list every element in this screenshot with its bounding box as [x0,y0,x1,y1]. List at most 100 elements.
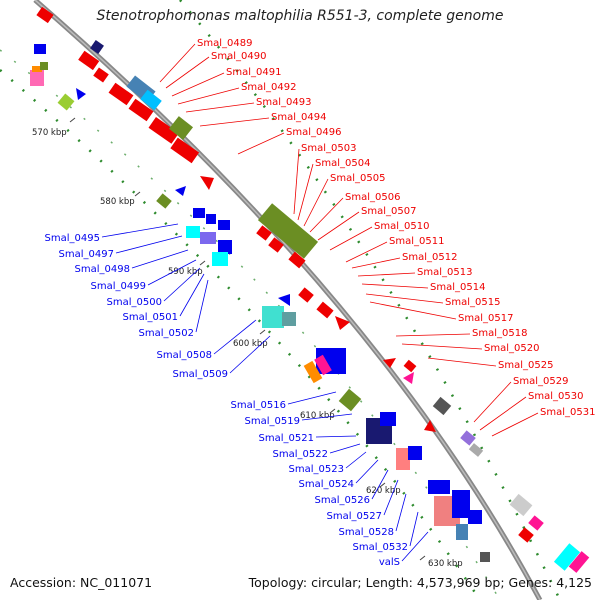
gene-label[interactable]: Smal_0503 [301,143,356,154]
gene-label[interactable]: Smal_0528 [339,527,394,538]
gene-feature [257,203,319,259]
gene-label[interactable]: Smal_0492 [241,82,296,93]
inner-dotted-ring [0,69,482,600]
leader-line [179,273,205,317]
gene-label[interactable]: Smal_0530 [528,391,583,402]
gene-label[interactable]: Smal_0522 [273,449,328,460]
outer-dotted-ring [179,0,562,600]
gene-label[interactable]: Smal_0514 [430,282,485,293]
gene-feature [34,44,46,54]
gene-label[interactable]: Smal_0526 [315,495,370,506]
gene-label[interactable]: Smal_0505 [330,173,385,184]
gene-feature [175,186,186,196]
gene-label[interactable]: Smal_0497 [59,249,114,260]
gene-feature [338,388,362,412]
gene-label[interactable]: Smal_0517 [458,313,513,324]
gene-label[interactable]: Smal_0493 [256,97,311,108]
gene-feature [140,89,162,111]
leader-line [237,132,285,155]
gene-label[interactable]: Smal_0491 [226,67,281,78]
gene-label[interactable]: Smal_0532 [353,542,408,553]
gene-label[interactable]: Smal_0519 [245,416,300,427]
gene-label[interactable]: valS [379,557,400,568]
gene-label[interactable]: Smal_0520 [484,343,539,354]
gene-feature [206,214,216,224]
gene-feature [218,220,230,230]
leader-line [293,148,300,215]
gene-label[interactable]: Smal_0499 [91,281,146,292]
gene-label[interactable]: Smal_0511 [389,236,444,247]
gene-feature [282,312,296,326]
leader-line [345,241,388,263]
leader-line [345,451,367,469]
gene-feature [32,66,42,72]
gene-label[interactable]: Smal_0527 [327,511,382,522]
leader-line [229,335,271,374]
scale-tick-label: 600 kbp [233,339,268,349]
gene-label[interactable]: Smal_0525 [498,360,553,371]
gene-label[interactable]: Smal_0523 [289,464,344,475]
scale-ticks: 570 kbp 580 kbp 590 kbp 600 kbp 610 kbp … [32,117,463,569]
leader-line [213,319,257,355]
gene-label[interactable]: Smal_0504 [315,158,370,169]
leader-line [115,235,183,254]
gene-feature [509,493,533,517]
gene-feature [408,446,422,460]
gene-feature [468,510,482,524]
gene-label[interactable]: Smal_0508 [157,350,212,361]
gene-label[interactable]: Smal_0524 [299,479,354,490]
gene-feature [428,480,450,494]
scale-tick-label: 590 kbp [168,267,203,277]
gene-label[interactable]: Smal_0489 [197,38,252,49]
gene-feature [90,40,104,54]
gene-label[interactable]: Smal_0518 [472,328,527,339]
gene-feature [432,396,452,416]
gene-label[interactable]: Smal_0521 [259,433,314,444]
scale-tick-label: 570 kbp [32,128,67,138]
gene-feature [335,316,350,330]
leader-line [329,443,361,454]
gene-label[interactable]: Smal_0498 [75,264,130,275]
gene-label[interactable]: Smal_0516 [231,400,286,411]
gene-label[interactable]: Smal_0506 [345,192,400,203]
genome-title: Stenotrophomonas maltophilia R551-3, com… [96,8,504,24]
gene-feature [553,543,581,571]
leader-line [297,163,314,221]
gene-label[interactable]: Smal_0531 [540,407,595,418]
gene-label[interactable]: Smal_0515 [445,297,500,308]
gene-feature [40,62,48,70]
leader-line [177,87,240,105]
gene-label[interactable]: Smal_0507 [361,206,416,217]
leader-line [309,197,344,233]
gene-feature [278,294,290,306]
gene-label[interactable]: Smal_0513 [417,267,472,278]
leader-line [287,391,337,405]
gene-label[interactable]: Smal_0494 [271,112,326,123]
leader-line [301,413,353,421]
gene-label[interactable]: Smal_0496 [286,127,341,138]
leader-line [131,249,189,269]
leader-line [329,226,373,251]
gene-label[interactable]: Smal_0512 [402,252,457,263]
leader-line [303,178,329,227]
gene-feature [36,6,54,24]
gene-feature [200,232,216,244]
gene-feature [262,306,284,328]
gene-label[interactable]: Smal_0529 [513,376,568,387]
gene-label[interactable]: Smal_0490 [211,51,266,62]
gene-label[interactable]: Smal_0509 [173,369,228,380]
gene-label[interactable]: Smal_0501 [123,312,178,323]
gene-feature [170,137,200,164]
leader-line [185,102,255,113]
genome-summary: Topology: circular; Length: 4,573,969 bp… [248,575,592,590]
scale-tick-label: 620 kbp [366,486,401,496]
gene-label[interactable]: Smal_0495 [45,233,100,244]
gene-feature [314,354,332,376]
gene-label[interactable]: Smal_0500 [107,297,162,308]
gene-label[interactable]: Smal_0502 [139,328,194,339]
gene-feature [424,420,436,432]
gene-feature [452,490,470,518]
gene-feature [76,88,86,100]
gene-label[interactable]: Smal_0510 [374,221,429,232]
gene-feature [93,67,109,83]
